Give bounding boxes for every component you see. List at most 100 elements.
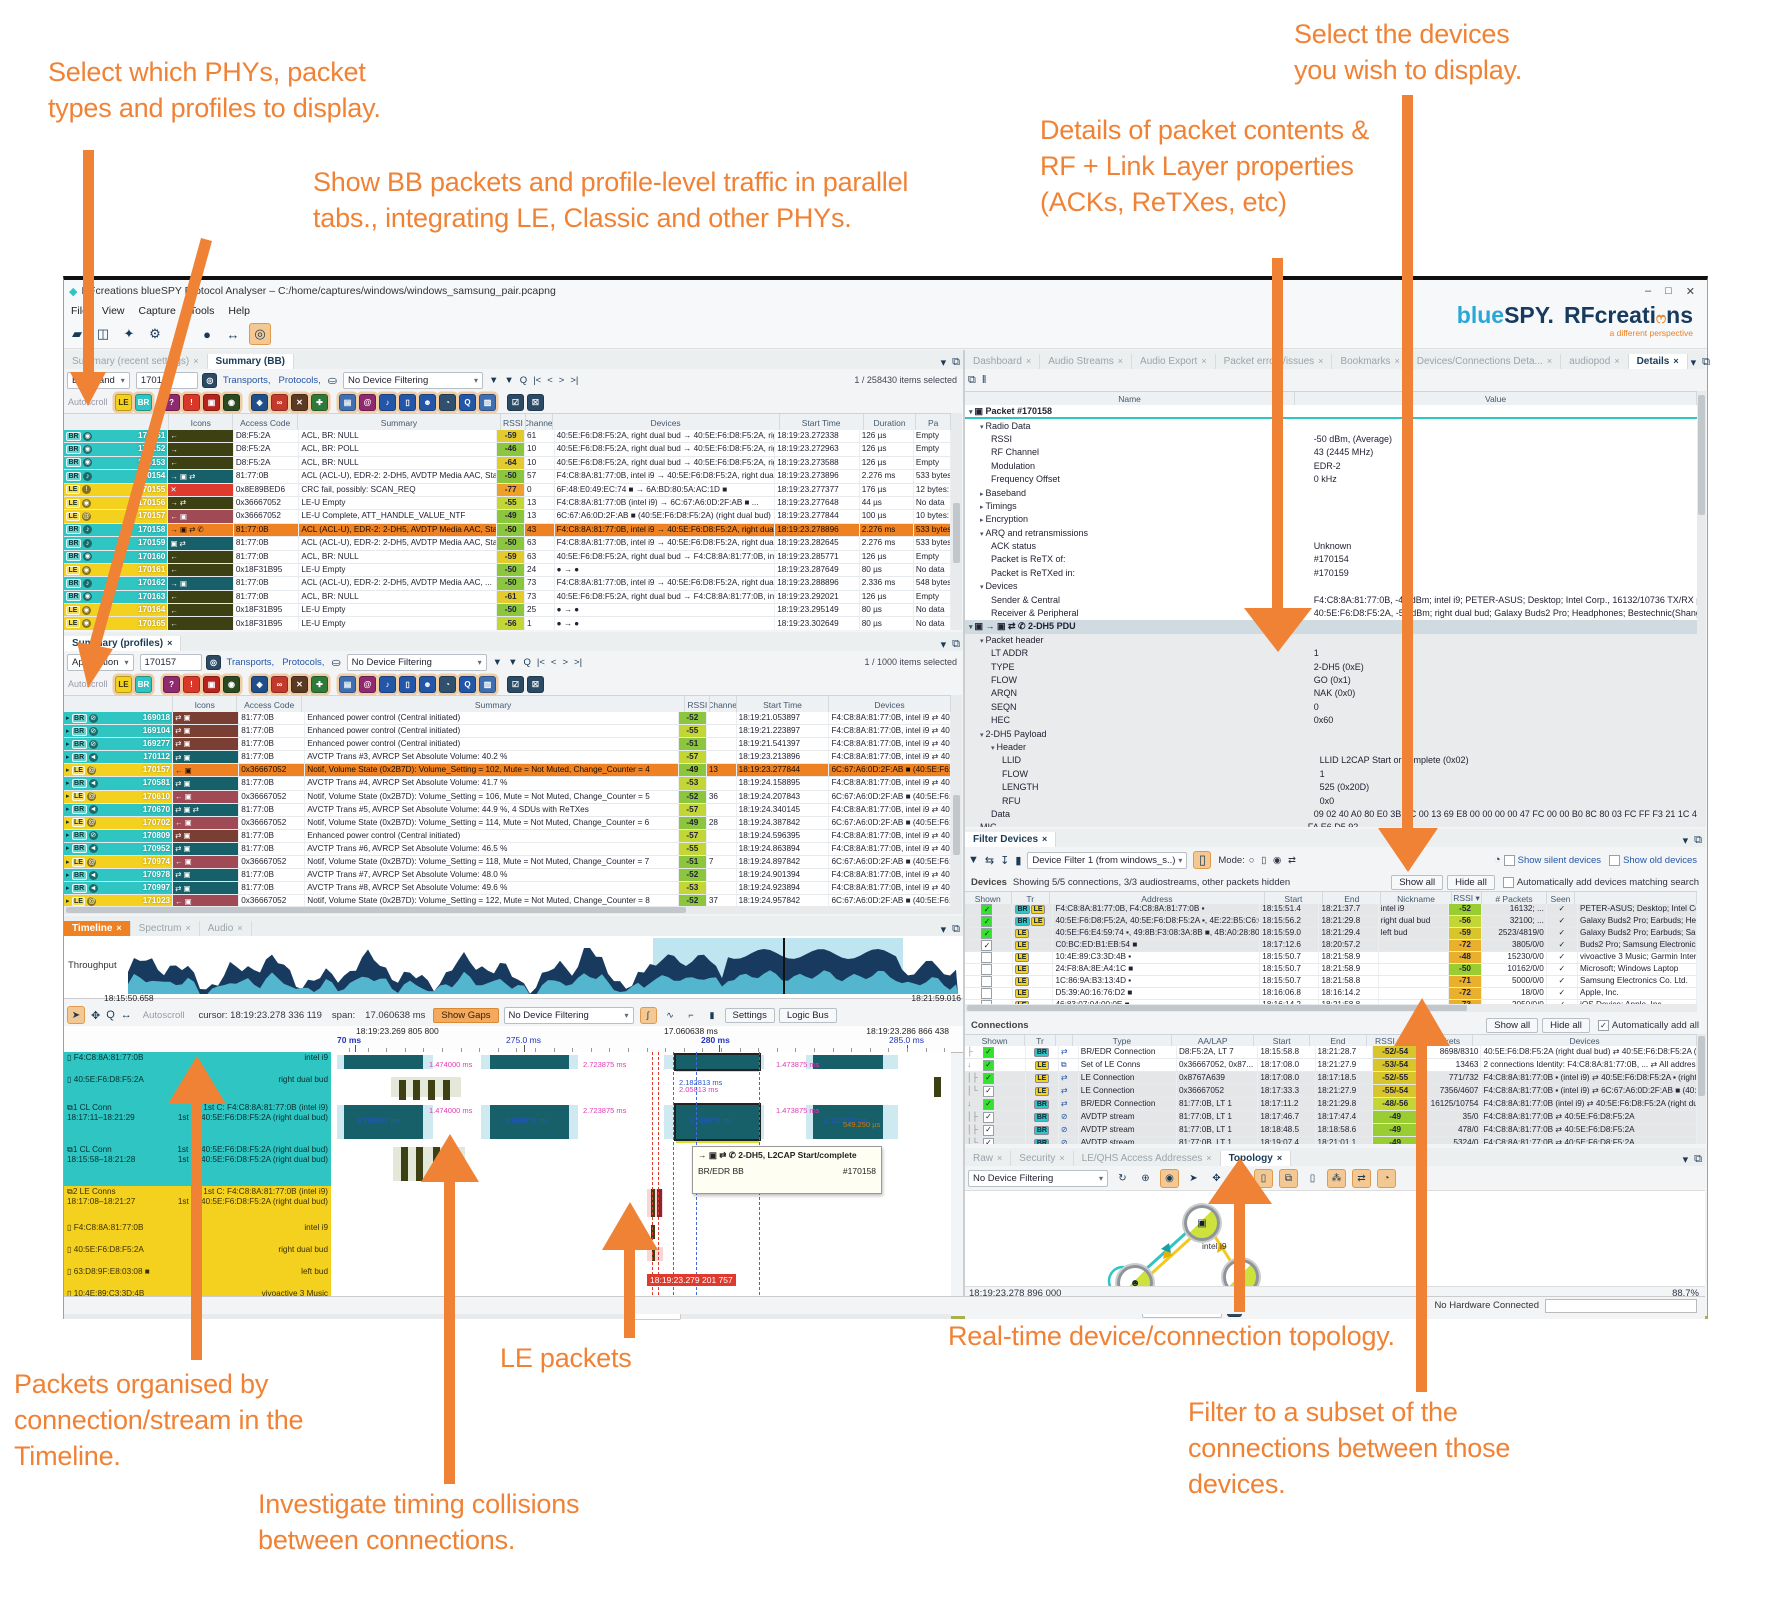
protocols-label[interactable]: Protocols, <box>282 656 325 668</box>
strip-icon-2[interactable]: ? <box>163 393 181 411</box>
panel-float-icon[interactable]: ⧉ <box>952 638 960 650</box>
fit-tool-icon[interactable]: ↔ <box>120 1009 132 1021</box>
transports-label[interactable]: Transports, <box>226 656 275 668</box>
column-header-blank[interactable] <box>64 414 170 431</box>
device-checkbox[interactable]: ✓ <box>981 928 993 939</box>
expand-icon[interactable]: ▸ <box>66 753 70 761</box>
strip-icon-16[interactable]: Q <box>459 393 477 411</box>
tree-row[interactable]: ▾ ▣ → ▣ ⇄ ✆ 2-DH5 PDU <box>965 620 1697 634</box>
throughput-cursor[interactable] <box>783 938 785 994</box>
connection-shown-cell[interactable]: ├✓ <box>965 1046 1026 1058</box>
minimize-button[interactable]: – <box>1645 285 1652 297</box>
connections-vscrollbar[interactable] <box>1697 1034 1706 1144</box>
strip-icon-3[interactable]: ! <box>183 675 201 693</box>
column-header-Start Time[interactable]: Start Time <box>737 696 830 713</box>
menu-item-capture[interactable]: Capture <box>138 305 176 317</box>
tab-audio[interactable]: Audio× <box>200 921 252 936</box>
toolbar-align-icon[interactable]: ↔ <box>226 326 240 342</box>
topology-tool-icon-7[interactable]: ⧉ <box>1279 1168 1298 1188</box>
device-shown-cell[interactable] <box>965 976 1013 987</box>
tab-close-icon[interactable]: × <box>1201 356 1207 366</box>
maximize-button[interactable]: □ <box>1665 285 1672 297</box>
column-header-Summary[interactable]: Summary <box>298 414 502 431</box>
column-header-blank[interactable] <box>1575 892 1697 905</box>
tree-expander-icon[interactable]: ▾ <box>980 637 986 645</box>
device-shown-cell[interactable]: ✓ <box>965 928 1013 939</box>
topology-tool-icon-1[interactable]: ⊕ <box>1141 1172 1150 1184</box>
tab-close-icon[interactable]: × <box>185 923 191 933</box>
expand-icon[interactable]: ▸ <box>66 766 70 774</box>
device-shown-cell[interactable]: ✓ <box>965 904 1013 915</box>
strip-icon-13[interactable]: ▯ <box>399 675 417 693</box>
packet-bar[interactable] <box>490 1105 569 1139</box>
filter-add-icon[interactable]: ▼ <box>488 374 499 386</box>
scroll-thumb[interactable] <box>66 907 686 913</box>
tree-expander-icon[interactable]: ▾ <box>980 530 986 538</box>
connection-checkbox[interactable]: ✓ <box>983 1137 994 1144</box>
strip-icon-1[interactable]: BR <box>135 393 153 411</box>
topology-node-0[interactable]: ▣ <box>1184 1205 1220 1241</box>
first-icon[interactable]: |< <box>533 374 542 386</box>
logic-bus-button[interactable]: Logic Bus <box>778 1007 837 1023</box>
expand-icon[interactable]: ▸ <box>66 845 70 853</box>
tab-dashboard[interactable]: Dashboard× <box>965 354 1041 369</box>
column-header-Tr[interactable]: Tr <box>1012 892 1051 905</box>
tab-audiopod[interactable]: audiopod× <box>1561 354 1629 369</box>
tab-filter-devices[interactable]: Filter Devices× <box>965 832 1057 847</box>
topology-tool-icon-2[interactable]: ◉ <box>1160 1168 1179 1188</box>
tree-row[interactable]: Packet is ReTX of:#170154 <box>965 553 1697 566</box>
topology-tool-icon-0[interactable]: ↻ <box>1118 1172 1127 1184</box>
packet-bar[interactable] <box>413 1080 420 1100</box>
tab-timeline[interactable]: Timeline× <box>64 921 131 936</box>
last-icon[interactable]: >| <box>570 374 579 386</box>
profiles-icon[interactable]: ⛀ <box>327 374 337 387</box>
device-highlight-icon[interactable]: ▯ <box>1193 851 1212 869</box>
topology-tool-icon-10[interactable]: ⇄ <box>1352 1168 1371 1188</box>
eraser-icon[interactable]: ▮ <box>1015 854 1022 867</box>
show-silent-devices-checkbox[interactable]: Show silent devices <box>1503 854 1601 866</box>
device-shown-cell[interactable]: ✓ <box>965 940 1013 951</box>
autoscroll-label[interactable]: Autoscroll <box>142 1009 185 1021</box>
auto-add-all-checkbox[interactable]: ✓Automatically add all <box>1597 1019 1699 1031</box>
panel-menu-icon[interactable]: ▾ <box>940 639 947 651</box>
strip-icon-0[interactable]: LE <box>115 675 133 693</box>
column-header-Name[interactable]: Name <box>965 392 1296 406</box>
tree-row[interactable]: ▾ Header <box>965 740 1697 755</box>
column-header-Icons[interactable]: Icons <box>173 696 238 713</box>
strip-icon-19[interactable]: ☒ <box>527 393 545 411</box>
column-header-Value[interactable]: Value <box>1295 392 1697 406</box>
packet-bar[interactable] <box>416 1147 423 1181</box>
packet-bar[interactable] <box>443 1080 450 1100</box>
prev-icon[interactable]: < <box>550 656 557 668</box>
timeline-device-filter[interactable]: No Device Filtering▾ <box>503 1006 634 1024</box>
strip-icon-6[interactable]: ◈ <box>251 675 269 693</box>
device-filter-preset-select[interactable]: Device Filter 1 (from windows_s..)▾ <box>1027 851 1188 869</box>
strip-icon-9[interactable]: ✚ <box>311 675 329 693</box>
strip-icon-12[interactable]: ♪ <box>379 675 397 693</box>
packet-bar[interactable] <box>399 1080 406 1100</box>
packet-bar[interactable] <box>344 1105 423 1139</box>
tree-row[interactable]: ▸ Baseband <box>965 486 1697 499</box>
device-checkbox[interactable]: ✓ <box>981 904 993 915</box>
packet-bar[interactable] <box>934 1077 941 1097</box>
connection-checkbox[interactable]: ✓ <box>983 1124 994 1136</box>
checkbox-icon[interactable] <box>1503 854 1515 866</box>
